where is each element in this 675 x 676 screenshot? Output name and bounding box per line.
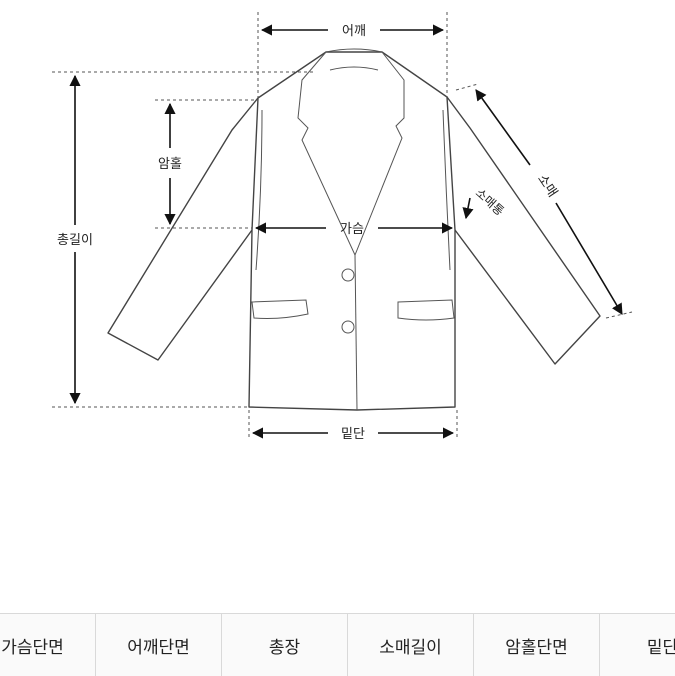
guide-lines — [52, 12, 633, 440]
label-sleeve-length: 소매 — [534, 172, 560, 200]
label-shoulder: 어깨 — [342, 24, 366, 39]
label-armhole: 암홀 — [158, 157, 182, 172]
measure-chest: 가슴 — [254, 222, 454, 237]
button-bottom — [341, 320, 355, 334]
size-table-header: 가슴단면 어깨단면 총장 소매길이 암홀단면 밑단 — [0, 613, 675, 676]
label-sleeve-width: 소매통 — [473, 186, 507, 219]
measure-armhole: 암홀 — [158, 102, 182, 226]
label-total-length: 총길이 — [57, 233, 93, 248]
size-table-header-row: 가슴단면 어깨단면 총장 소매길이 암홀단면 밑단 — [0, 614, 675, 676]
measure-sleeve-width: 소매통 — [462, 186, 507, 220]
header-chest-width: 가슴단면 — [0, 614, 96, 676]
pocket-left — [251, 299, 309, 319]
jacket-measurement-diagram: 어깨 총길이 암홀 가슴 소매 소매통 밑단 — [52, 12, 633, 442]
header-hem: 밑단 — [600, 614, 675, 676]
pocket-right — [397, 299, 455, 321]
button-top — [341, 268, 355, 282]
header-sleeve-length: 소매길이 — [348, 614, 474, 676]
label-chest: 가슴 — [340, 222, 364, 237]
jacket-outline — [107, 48, 601, 411]
header-armhole-width: 암홀단면 — [474, 614, 600, 676]
measure-shoulder: 어깨 — [260, 24, 445, 39]
label-hem: 밑단 — [341, 427, 365, 442]
measure-total-length: 총길이 — [57, 74, 93, 405]
measure-hem: 밑단 — [251, 427, 455, 442]
header-shoulder-width: 어깨단면 — [96, 614, 222, 676]
header-total-length: 총장 — [222, 614, 348, 676]
